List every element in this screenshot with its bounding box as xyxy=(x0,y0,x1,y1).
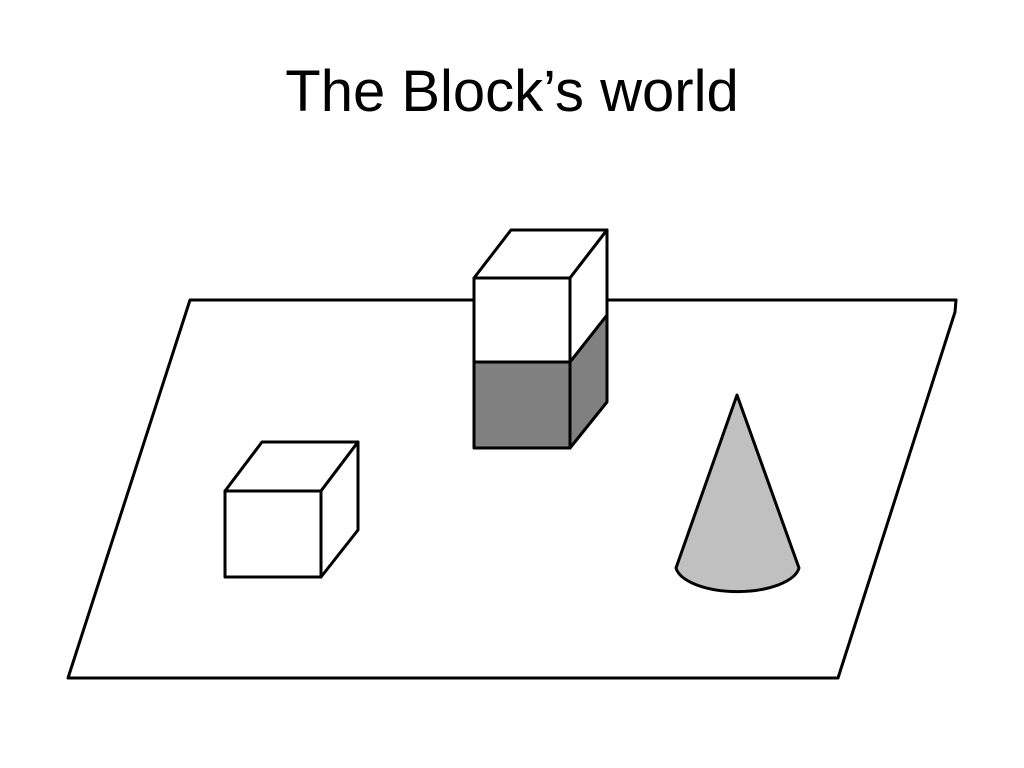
stacked-top-block-front-face xyxy=(472,276,572,364)
cone xyxy=(674,393,801,594)
table-plane xyxy=(66,298,958,680)
stacked-bottom-block xyxy=(472,313,609,450)
single-block xyxy=(223,440,360,579)
stacked-top-block xyxy=(472,228,609,364)
block-stack xyxy=(472,228,609,450)
slide-title: The Block’s world xyxy=(285,59,739,124)
stacked-bottom-block-front-face xyxy=(472,360,572,450)
single-block-front-face xyxy=(223,489,323,579)
cone-body xyxy=(674,393,801,594)
table-plane-outline xyxy=(66,298,958,680)
